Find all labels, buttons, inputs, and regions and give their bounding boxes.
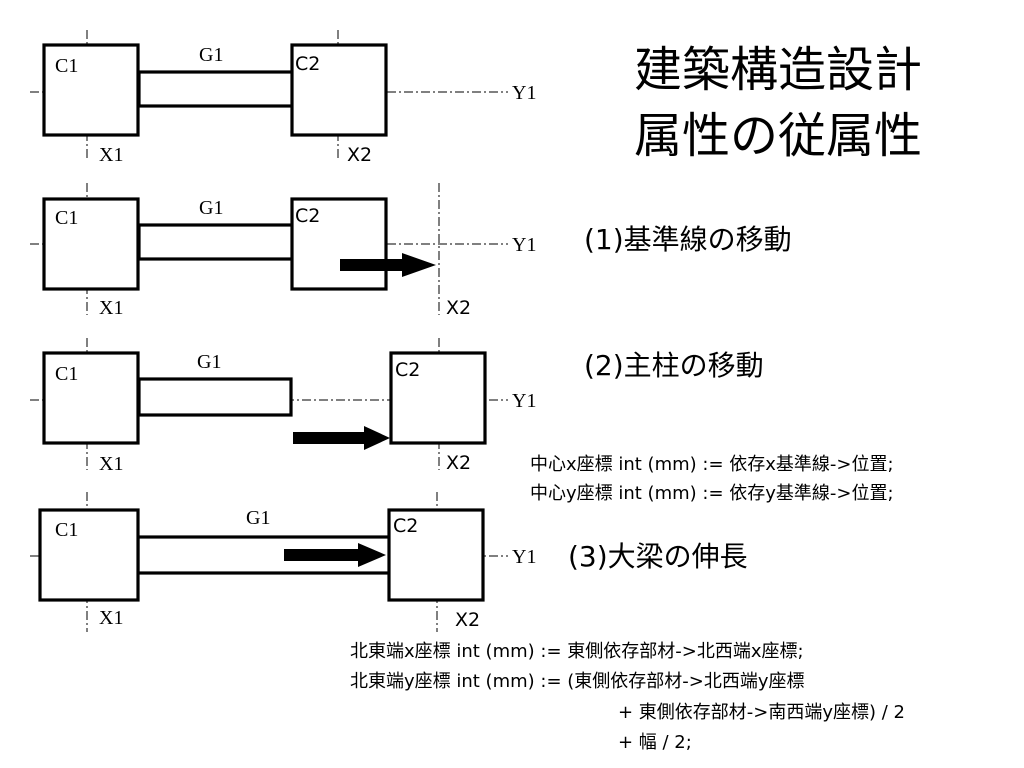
girder-g1-label: G1 <box>199 197 223 219</box>
column-c1 <box>38 508 140 602</box>
diagram-step-1: C1 C2 G1 X1 X2 Y1 <box>30 183 536 319</box>
gridline-x2-label: X2 <box>455 609 480 631</box>
gridline-y1-label: Y1 <box>512 546 536 568</box>
column-c2 <box>387 508 485 602</box>
column-c2-label: C2 <box>395 359 420 381</box>
step-3-code-line-3: + 東側依存部材->南西端y座標) / 2 <box>618 702 905 723</box>
move-arrow <box>340 253 436 277</box>
column-c2-label: C2 <box>393 515 418 537</box>
gridline-x1-label: X1 <box>99 607 123 629</box>
gridline-x2-label: X2 <box>446 452 471 474</box>
column-c2 <box>290 197 388 291</box>
diagram-initial: C1 C2 G1 X1 X2 Y1 <box>30 30 536 166</box>
column-c1-label: C1 <box>55 55 78 77</box>
girder-g1 <box>137 223 295 261</box>
title-line-1: 建築構造設計 <box>634 42 922 98</box>
girder-g1-label: G1 <box>199 44 223 66</box>
step-3-code-line-1: 北東端x座標 int (mm) := 東側依存部材->北西端x座標; <box>350 641 804 662</box>
step-2-code-line-1: 中心x座標 int (mm) := 依存x基準線->位置; <box>530 454 894 475</box>
column-c2-label: C2 <box>295 53 320 75</box>
column-c1-label: C1 <box>55 207 78 229</box>
gridline-y1-label: Y1 <box>512 390 536 412</box>
step-3-code-line-4: + 幅 / 2; <box>618 732 692 753</box>
gridline-x2-label: X2 <box>446 297 471 319</box>
column-c1 <box>42 43 140 137</box>
column-c2-label: C2 <box>295 205 320 227</box>
gridline-y1-label: Y1 <box>512 234 536 256</box>
girder-g1 <box>137 377 293 417</box>
step-3-heading: (3)大梁の伸長 <box>568 540 748 573</box>
column-c1 <box>42 351 140 445</box>
girder-g1-label: G1 <box>197 351 221 373</box>
column-c1-label: C1 <box>55 363 78 385</box>
move-arrow <box>293 426 390 450</box>
diagram-step-2: C1 C2 G1 X1 X2 Y1 <box>30 338 536 475</box>
step-3-code-line-2: 北東端y座標 int (mm) := (東側依存部材->北西端y座標 <box>350 671 805 692</box>
gridline-x1-label: X1 <box>99 297 123 319</box>
gridline-x1-label: X1 <box>99 453 123 475</box>
gridline-x1-label: X1 <box>99 144 123 166</box>
gridline-x2-label: X2 <box>347 144 372 166</box>
step-2-heading: (2)主柱の移動 <box>584 349 764 382</box>
column-c2 <box>290 43 388 137</box>
title-line-2: 属性の従属性 <box>634 108 922 164</box>
column-c1 <box>42 197 140 291</box>
gridline-y1-label: Y1 <box>512 82 536 104</box>
diagram-step-3: C1 C2 G1 X1 X2 Y1 <box>30 492 536 632</box>
column-c1-label: C1 <box>55 519 78 541</box>
step-1-heading: (1)基準線の移動 <box>584 223 792 256</box>
column-c2 <box>389 351 487 445</box>
extend-arrow <box>284 543 386 567</box>
step-2-code-line-2: 中心y座標 int (mm) := 依存y基準線->位置; <box>530 483 894 504</box>
girder-g1 <box>137 70 295 108</box>
girder-g1-label: G1 <box>246 507 270 529</box>
